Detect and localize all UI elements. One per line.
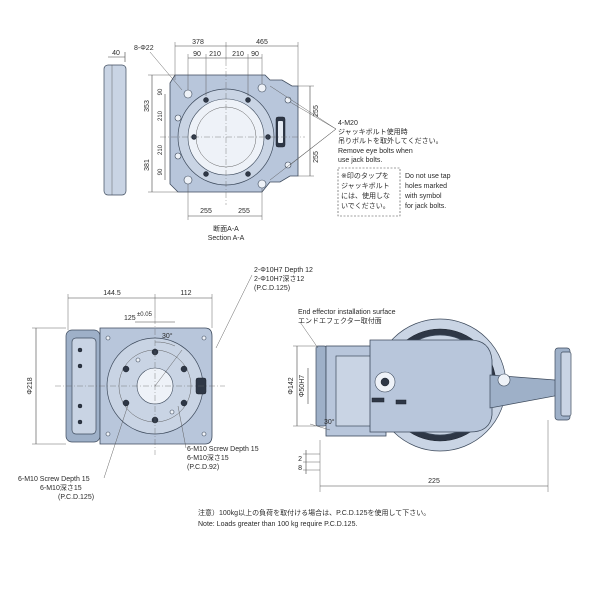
- side-view: Φ142 Φ50H7 30° 2 8 225 End effector inst…: [288, 309, 572, 492]
- mount-hole: [174, 152, 182, 160]
- surface-label-en: End effector installation surface: [298, 309, 396, 316]
- dim-8: 8: [298, 465, 302, 472]
- dim-90b: 90: [251, 51, 259, 58]
- dim-210b: 210: [232, 51, 244, 58]
- callout1-jp: 2-Φ10H7深さ12: [254, 274, 304, 283]
- vdim-210b: 210: [158, 144, 164, 155]
- dim-phi50h7: Φ50H7: [299, 375, 306, 397]
- hdim-255a: 255: [200, 208, 212, 215]
- vdim-90a: 90: [158, 88, 164, 95]
- note-box-en-1: Do not use tap: [405, 173, 451, 180]
- dim-phi218: Φ218: [27, 377, 34, 394]
- section-label-jp: 断面A-A: [213, 224, 239, 233]
- callout3-pcd: (P.C.D.125): [58, 494, 94, 501]
- vdim-90b: 90: [158, 168, 164, 175]
- vdim-255a: 255: [313, 105, 320, 117]
- tap-label: 4-M20: [338, 120, 358, 127]
- note-box-jp-1: ※印のタップを: [341, 171, 389, 180]
- dim-phi142: Φ142: [288, 377, 295, 394]
- note-box-en-4: for jack bolts.: [405, 203, 446, 210]
- hdim-255b: 255: [238, 208, 250, 215]
- dim-tol: ±0.05: [137, 312, 153, 318]
- dim-465: 465: [256, 39, 268, 46]
- side-profile-bar: [103, 64, 127, 196]
- top-view: 40 8-Φ22 378 465 90 210 210 90 353 381 9…: [103, 39, 451, 242]
- note-box: [337, 167, 401, 217]
- callout-en-1: Remove eye bolts when: [338, 148, 413, 155]
- dim-112: 112: [180, 290, 191, 297]
- note-box-en-3: with symbol: [404, 193, 442, 200]
- note-box-jp-4: いでください。: [341, 202, 390, 210]
- mount-hole: [284, 161, 292, 169]
- dim-381: 381: [144, 159, 151, 171]
- dim-125: 125: [124, 315, 136, 322]
- dim-90a: 90: [193, 51, 201, 58]
- note-box-jp-2: ジャッキボルト: [341, 182, 390, 190]
- dim-30deg-side: 30°: [324, 418, 335, 426]
- dim-353: 353: [144, 100, 151, 112]
- dim-8phi22: 8-Φ22: [134, 45, 154, 52]
- mount-hole: [257, 83, 267, 93]
- callout1-en: 2-Φ10H7 Depth 12: [254, 267, 313, 274]
- end-effector-flange: [315, 345, 327, 427]
- dim-144-5: 144.5: [103, 290, 121, 297]
- callout3-jp: 6-M10深さ15: [40, 483, 82, 492]
- dim-30deg: 30°: [162, 332, 173, 340]
- vdim-255b: 255: [313, 151, 320, 163]
- mount-hole: [257, 179, 267, 189]
- mount-hole: [174, 114, 182, 122]
- mount-hole: [183, 89, 193, 99]
- callout-jp-2: 吊りボルトを取外してください。: [338, 136, 443, 145]
- callout-en-2: use jack bolts.: [338, 157, 382, 164]
- dim-378: 378: [192, 39, 204, 46]
- load-note: 注意）100kg以上の負荷を取付ける場合は、P.C.D.125を使用して下さい。…: [198, 508, 430, 528]
- dim-2: 2: [298, 456, 302, 463]
- callout2-jp: 6-M10深さ15: [187, 453, 229, 462]
- callout-jp-1: ジャッキボルト使用時: [338, 127, 408, 136]
- mount-hole: [183, 175, 193, 185]
- callout2-en: 6-M10 Screw Depth 15: [187, 446, 259, 453]
- vdim-210a: 210: [158, 110, 164, 121]
- arm-plate: [369, 339, 493, 433]
- dim-210a: 210: [209, 51, 221, 58]
- note-box-jp-3: には、使用しな: [341, 191, 390, 200]
- note-en: Note: Loads greater than 100 kg require …: [198, 521, 357, 528]
- dim-40: 40: [112, 50, 120, 57]
- surface-label-jp: エンドエフェクター取付面: [298, 316, 382, 325]
- callout2-pcd: (P.C.D.92): [187, 464, 219, 471]
- section-label-en: Section A-A: [208, 235, 245, 242]
- dim-225: 225: [428, 478, 440, 485]
- note-jp: 注意）100kg以上の負荷を取付ける場合は、P.C.D.125を使用して下さい。: [198, 508, 430, 517]
- callout3-en: 6-M10 Screw Depth 15: [18, 476, 90, 483]
- note-box-en-2: holes marked: [405, 183, 447, 190]
- front-view: 144.5 112 125 ±0.05 30° Φ218 2-Φ10H7 Dep…: [18, 267, 313, 501]
- callout1-pcd: (P.C.D.125): [254, 285, 290, 292]
